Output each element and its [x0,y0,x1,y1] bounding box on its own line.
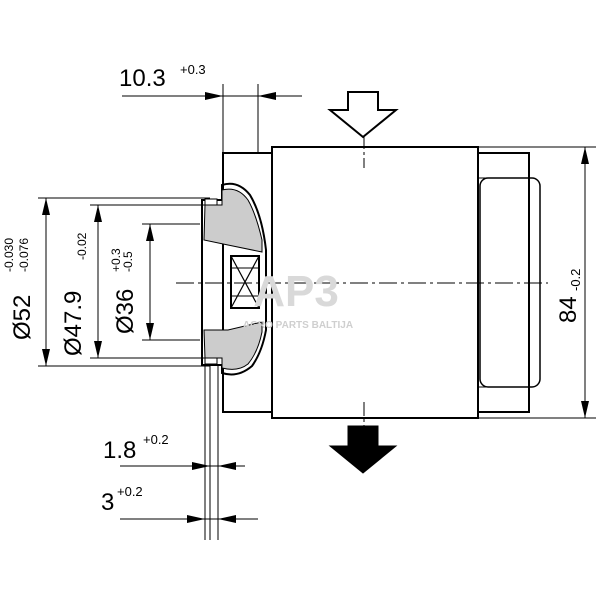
shaft-key-cross-2 [230,255,260,309]
watermark-logo: AP3 [253,267,339,316]
dim-height-value: 84 [555,296,582,323]
dim-arrow-dia479-top [94,205,102,222]
hub-section-upper [203,188,263,253]
seal-groove-bottom [204,357,218,365]
dim-arrow-height-top [581,147,589,164]
seal-groove-top [204,198,218,206]
dim-arrow-dia36-bottom [146,323,154,340]
dim-arrow-1-8-left [192,462,210,470]
dim-dia52-tol-lower: -0.076 [17,238,31,272]
dim-arrow-dia52-bottom [42,349,50,366]
dim-dia36-tol-upper: +0.3 [109,248,123,272]
dim-arrow-dia52-top [42,198,50,215]
dim-step-3-tol: +0.2 [117,484,143,499]
dim-arrow-1-8-right [218,462,236,470]
dim-arrow-dia36-top [146,224,154,241]
dim-step-3-value: 3 [101,489,114,516]
dim-arrow-dia479-bottom [94,341,102,358]
dim-dia479-value: Ø47.9 [60,291,87,356]
hub-section-lower [203,321,263,370]
dim-arrow-3-right [218,515,236,523]
dim-dia52-tol-upper: -0.030 [2,238,16,272]
dim-step-1-8-tol: +0.2 [143,432,169,447]
dim-step-1-8-value: 1.8 [103,437,136,464]
dim-dia36-value: Ø36 [112,289,139,334]
outlet-arrow-icon [328,425,398,474]
dim-dia479-tol: -0.02 [75,232,89,260]
dim-arrow-top-left [205,92,223,100]
dim-arrow-3-left [187,515,205,523]
dim-arrow-top-right [258,92,276,100]
watermark-caption: AGRO PARTS BALTIJA [243,320,353,331]
pilot-hub [201,182,267,376]
inlet-arrow-icon [327,91,399,139]
dim-height-tol: -0.2 [568,269,583,291]
dim-top-width-value: 10.3 [119,65,166,92]
dim-top-width-tol: +0.3 [180,62,206,77]
dim-dia52-value: Ø52 [9,295,36,340]
dim-dia36-tol-lower: -0.5 [121,251,135,272]
dim-arrow-height-bottom [581,401,589,418]
